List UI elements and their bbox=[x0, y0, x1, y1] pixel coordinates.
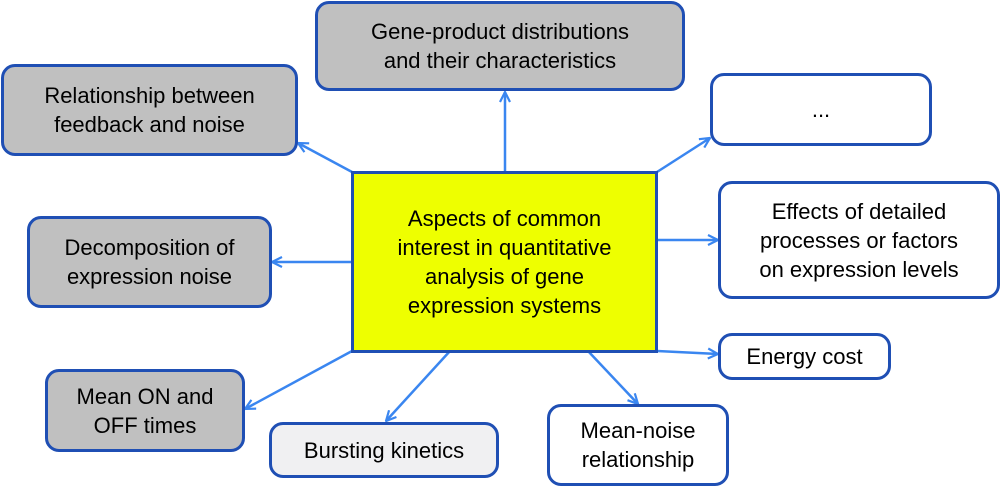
central-topic-label: Aspects of common interest in quantitati… bbox=[397, 206, 612, 318]
node-label: Decomposition of expression noise bbox=[64, 235, 235, 289]
node-label: Effects of detailed processes or factors… bbox=[759, 198, 959, 282]
arrow-to-mean-noise bbox=[587, 350, 638, 404]
node-label: Mean ON and OFF times bbox=[76, 383, 214, 438]
arrow-to-ellipsis bbox=[656, 138, 710, 174]
arrow-to-energy-cost bbox=[656, 351, 718, 354]
node-bursting-kinetics: Bursting kinetics bbox=[269, 422, 499, 478]
node-gene-product-distributions: Gene-product distributions and their cha… bbox=[315, 1, 685, 91]
node-label: Gene-product distributions and their cha… bbox=[370, 19, 630, 73]
arrow-to-bursting-kinetics bbox=[386, 350, 451, 421]
arrow-to-on-off-times bbox=[245, 349, 353, 409]
node-label: Relationship between feedback and noise bbox=[44, 83, 255, 137]
node-label: Energy cost bbox=[746, 344, 863, 369]
node-feedback-noise: Relationship between feedback and noise bbox=[1, 64, 298, 156]
arrow-to-feedback-noise bbox=[298, 143, 353, 174]
node-ellipsis: ... bbox=[710, 73, 932, 146]
node-noise-decomposition: Decomposition of expression noise bbox=[27, 216, 272, 308]
node-detailed-processes: Effects of detailed processes or factors… bbox=[718, 181, 1000, 299]
node-mean-noise: Mean-noise relationship bbox=[547, 404, 729, 486]
node-label: Mean-noise relationship bbox=[580, 418, 696, 472]
node-label: Bursting kinetics bbox=[303, 437, 465, 463]
node-energy-cost: Energy cost bbox=[718, 333, 891, 380]
node-on-off-times: Mean ON and OFF times bbox=[45, 369, 245, 452]
central-topic-box: Aspects of common interest in quantitati… bbox=[351, 171, 658, 353]
node-label: ... bbox=[811, 97, 831, 122]
